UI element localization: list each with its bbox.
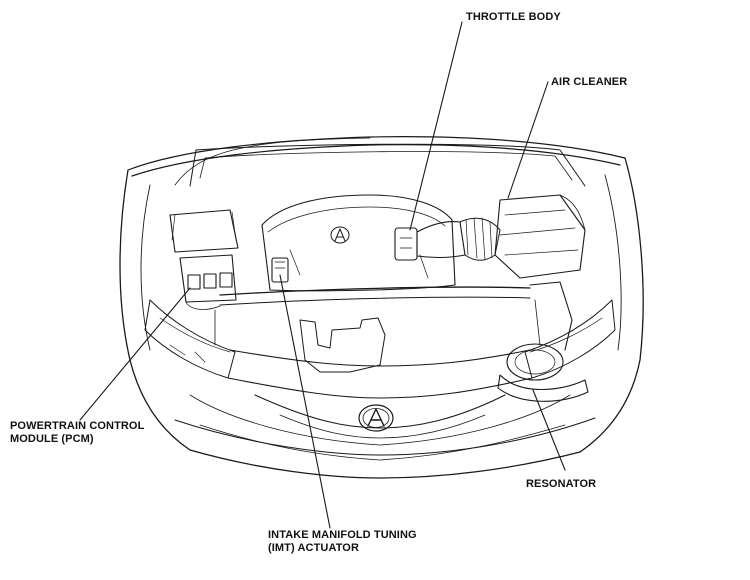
air-cleaner-label: AIR CLEANER — [551, 76, 628, 88]
imt-label-line2: (IMT) ACTUATOR — [268, 542, 360, 554]
acura-logo-icon — [358, 404, 394, 432]
resonator-leader — [532, 389, 566, 471]
pcm-label-line2: MODULE (PCM) — [10, 433, 94, 445]
resonator-label: RESONATOR — [526, 478, 597, 490]
imt-label-line1: INTAKE MANIFOLD TUNING — [268, 529, 417, 541]
imt-actuator — [271, 257, 289, 283]
powertrain-control-module — [169, 209, 239, 310]
pcm-leader — [79, 287, 191, 421]
air-cleaner-leader — [507, 81, 549, 199]
imt-leader — [279, 274, 331, 529]
throttle-body-leader — [409, 21, 463, 231]
grille — [189, 349, 571, 461]
imt-label: INTAKE MANIFOLD TUNING (IMT) ACTUATOR — [268, 529, 417, 555]
leader-lines — [79, 21, 566, 529]
throttle-body — [394, 221, 466, 261]
right-headlight — [524, 299, 616, 379]
pcm-label-line1: POWERTRAIN CONTROL — [10, 420, 145, 432]
hood — [127, 136, 626, 187]
radiator-support — [214, 286, 541, 373]
throttle-body-label: THROTTLE BODY — [466, 11, 561, 23]
engine-cover — [261, 194, 456, 292]
resonator — [497, 281, 589, 402]
left-headlight — [144, 299, 236, 379]
air-cleaner — [494, 194, 586, 279]
body-outline — [119, 157, 644, 479]
intake-duct — [459, 217, 501, 261]
pcm-label: POWERTRAIN CONTROL MODULE (PCM) — [10, 420, 144, 446]
